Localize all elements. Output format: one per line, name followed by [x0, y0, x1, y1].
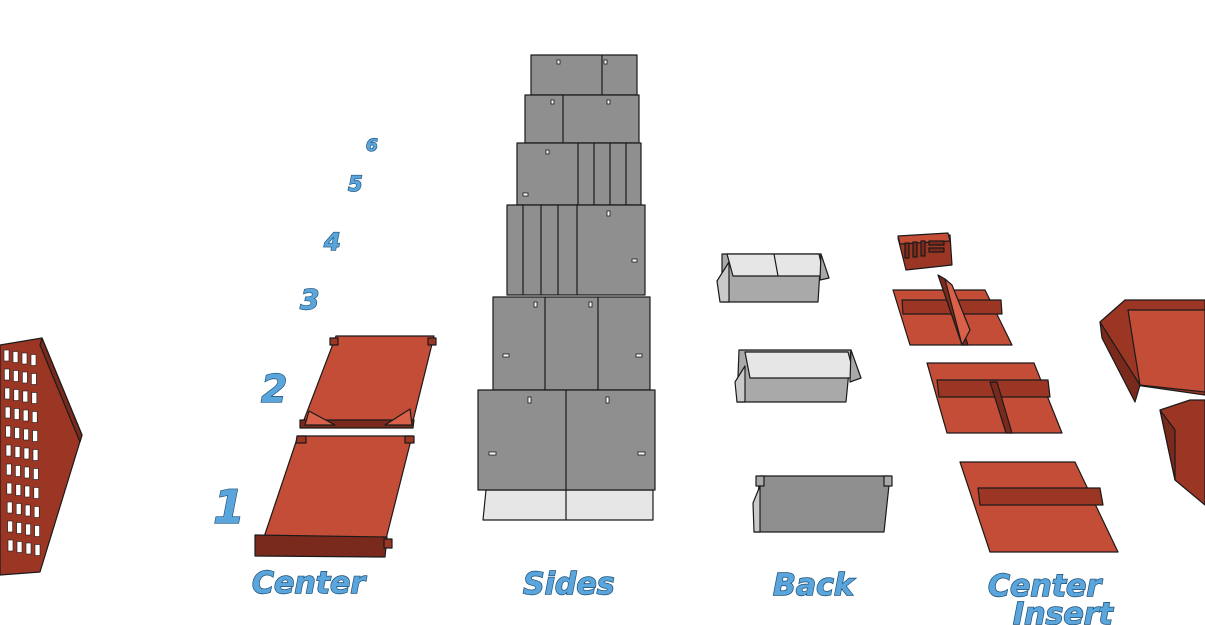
lattice-hole — [15, 465, 21, 477]
lattice-grid — [0, 337, 83, 576]
lattice-hole — [13, 389, 20, 401]
sides-row-1 — [477, 389, 656, 520]
lattice-hole — [16, 541, 23, 553]
lattice-hole — [4, 406, 11, 419]
number-2: 2 — [261, 367, 287, 411]
lattice-hole — [22, 371, 28, 384]
lattice-hole — [34, 525, 40, 537]
label-sides: Sides — [523, 567, 615, 602]
lattice-hole — [3, 349, 10, 362]
center-plate-2 — [299, 335, 437, 429]
lattice-hole — [25, 523, 31, 536]
lattice-hole — [4, 368, 10, 381]
sides-row-4 — [516, 142, 642, 206]
label-back: Back — [773, 568, 856, 603]
lattice-hole — [34, 544, 41, 556]
lattice-hole — [32, 430, 38, 442]
lattice-hole — [31, 373, 37, 385]
lattice-hole — [5, 444, 12, 457]
lattice-hole — [6, 482, 13, 495]
number-4: 4 — [323, 228, 341, 256]
lattice-hole — [25, 542, 32, 555]
lattice-hole — [30, 354, 37, 366]
label-center: Center — [252, 566, 367, 601]
sides-row-3 — [506, 204, 646, 296]
box-right-partial — [1099, 299, 1205, 506]
sides-row-2 — [492, 296, 651, 391]
label-center-insert-line1: Center — [988, 569, 1103, 604]
lattice-hole — [22, 409, 29, 422]
lattice-hole — [15, 484, 22, 496]
number-5: 5 — [348, 172, 363, 196]
back-tray-top — [716, 253, 830, 303]
lattice-hole — [13, 370, 19, 382]
lattice-hole — [6, 501, 13, 514]
label-center-insert-line2: Insert — [1013, 597, 1115, 625]
lattice-hole — [5, 425, 11, 438]
lattice-hole — [16, 522, 22, 534]
insert-cross-divider-2 — [926, 362, 1063, 434]
lattice-hole — [7, 539, 14, 552]
number-1: 1 — [213, 480, 245, 534]
lattice-hole — [31, 392, 38, 404]
lattice-hole — [22, 390, 29, 403]
lattice-hole — [24, 485, 31, 498]
sides-row-6 — [530, 54, 638, 96]
lattice-hole — [14, 427, 20, 439]
insert-small-grid — [897, 232, 953, 271]
lattice-hole — [31, 411, 38, 423]
sides-row-5 — [524, 94, 640, 144]
back-tray-middle — [734, 349, 862, 403]
number-6: 6 — [366, 136, 378, 156]
lattice-hole — [24, 466, 30, 479]
lattice-hole — [15, 503, 22, 515]
lattice-hole — [24, 504, 31, 517]
sides-stack — [477, 54, 656, 521]
lattice-hole — [7, 520, 13, 533]
center-plate-1 — [254, 435, 415, 558]
lattice-hole — [14, 446, 21, 458]
lattice-hole — [23, 428, 29, 441]
back-plate-bottom — [752, 475, 893, 533]
insert-cross-divider-1 — [892, 274, 1013, 346]
lattice-hole — [32, 449, 39, 461]
lattice-hole — [33, 468, 39, 480]
insert-single-divider — [959, 461, 1119, 553]
lattice-hole — [6, 463, 12, 476]
lattice-hole — [21, 352, 28, 365]
number-3: 3 — [300, 283, 319, 316]
lattice-hole — [23, 447, 30, 460]
lattice-hole — [13, 408, 20, 420]
lattice-hole — [33, 506, 40, 518]
lattice-hole — [4, 387, 11, 400]
lattice-hole — [12, 351, 19, 363]
lattice-hole — [33, 487, 40, 499]
